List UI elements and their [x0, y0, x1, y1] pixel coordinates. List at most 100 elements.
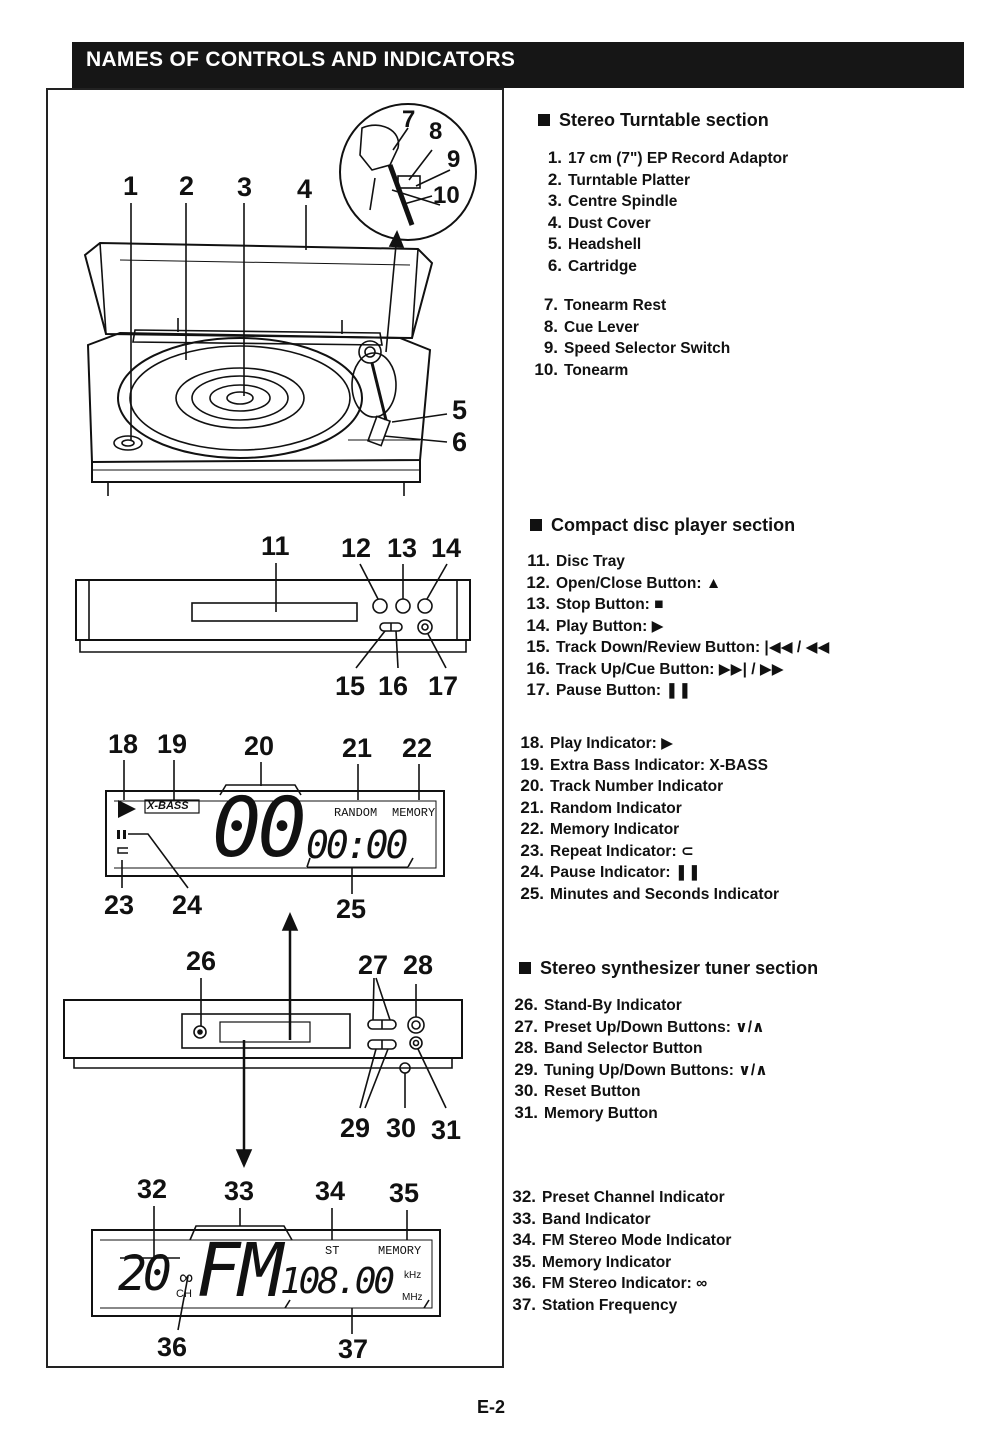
list-item: 22.Memory Indicator — [520, 819, 680, 838]
turntable-drawing — [83, 103, 477, 496]
callout-6: 6 — [452, 427, 468, 457]
list-item: 21.Random Indicator — [520, 797, 682, 817]
page-title: NAMES OF CONTROLS AND INDICATORS — [86, 48, 516, 71]
list-item: 16.Track Up/Cue Button: ▶▶| / ▶▶ — [526, 658, 784, 678]
xbass-indicator: X-BASS — [147, 800, 189, 812]
tuner-items-list-a: 26.Stand-By Indicator 27.Preset Up/Down … — [514, 995, 768, 1124]
page-title-bar: NAMES OF CONTROLS AND INDICATORS — [72, 42, 964, 88]
band-indicator: FM — [196, 1228, 283, 1314]
ch-label: CH — [176, 1288, 192, 1300]
fm-stereo-icon: ∞ — [179, 1267, 194, 1289]
callout-7: 7 — [402, 106, 416, 133]
callout-5: 5 — [452, 395, 468, 425]
callout-32: 32 — [137, 1174, 168, 1204]
tuner-items-list-b: 32.Preset Channel Indicator 33.Band Indi… — [512, 1187, 731, 1316]
khz-label: kHz — [404, 1270, 422, 1281]
section-heading-turntable: Stereo Turntable section — [538, 110, 769, 131]
turntable-items-list-a: 1.17 cm (7") EP Record Adaptor 2.Turntab… — [538, 148, 788, 277]
list-item: 31.Memory Button — [514, 1102, 658, 1122]
pause-indicator-icon — [117, 830, 120, 839]
turntable-items-list-b: 7.Tonearm Rest 8.Cue Lever 9.Speed Selec… — [534, 295, 730, 381]
mhz-label: MHz — [402, 1292, 423, 1303]
callout-18: 18 — [108, 729, 139, 759]
callout-24: 24 — [172, 890, 203, 920]
band-selector-button — [407, 1016, 425, 1034]
callout-21: 21 — [342, 733, 373, 763]
callout-10: 10 — [433, 182, 460, 209]
callout-37: 37 — [338, 1334, 369, 1364]
callout-23: 23 — [104, 890, 135, 920]
memory-indicator-cd: MEMORY — [392, 806, 436, 820]
callout-19: 19 — [157, 729, 188, 759]
callout-30: 30 — [386, 1113, 417, 1143]
list-item: 4.Dust Cover — [547, 212, 651, 232]
memory-button — [409, 1036, 423, 1050]
list-item: 15.Track Down/Review Button: |◀◀ / ◀◀ — [526, 637, 830, 656]
tonearm-detail-circle — [339, 103, 477, 241]
turntable-base — [86, 331, 432, 464]
list-item: 30.Reset Button — [514, 1081, 641, 1100]
repeat-indicator-icon — [117, 847, 128, 854]
callout-11: 11 — [261, 531, 290, 561]
callout-17: 17 — [428, 671, 459, 701]
list-item: 25.Minutes and Seconds Indicator — [520, 883, 780, 903]
list-item: 34.FM Stereo Mode Indicator — [512, 1230, 732, 1249]
bullet-square-icon — [530, 519, 542, 531]
list-item: 23.Repeat Indicator: ⊂ — [520, 840, 694, 860]
list-item: 37.Station Frequency — [512, 1294, 678, 1314]
cd-items-list-a: 11.Disc Tray 12.Open/Close Button: ▲ 13.… — [526, 551, 829, 702]
preset-channel-digits: 20 — [118, 1246, 172, 1302]
callout-36: 36 — [157, 1332, 188, 1362]
list-item: 27.Preset Up/Down Buttons: ∨/∧ — [514, 1016, 765, 1036]
list-item: 7.Tonearm Rest — [543, 295, 667, 314]
list-item: 2.Turntable Platter — [547, 169, 691, 189]
list-item: 18.Play Indicator: ▶ — [520, 733, 674, 752]
tuner-drawing — [63, 977, 463, 1168]
callout-15: 15 — [335, 671, 366, 701]
tuner-display-drawing — [91, 1206, 441, 1334]
callout-4: 4 — [297, 174, 313, 204]
callout-34: 34 — [315, 1176, 346, 1206]
cd-disc-tray — [191, 602, 358, 622]
page-number: E-2 — [477, 1397, 506, 1417]
list-item: 35.Memory Indicator — [512, 1251, 672, 1271]
list-item: 26.Stand-By Indicator — [514, 995, 682, 1014]
standby-indicator — [193, 1025, 207, 1039]
list-item: 10.Tonearm — [534, 359, 629, 379]
list-item: 6.Cartridge — [547, 255, 637, 275]
callout-22: 22 — [402, 733, 433, 763]
list-item: 1.17 cm (7") EP Record Adaptor — [547, 148, 789, 167]
list-item: 33.Band Indicator — [512, 1208, 651, 1228]
cd-items-list-b: 18.Play Indicator: ▶ 19.Extra Bass Indic… — [520, 733, 779, 905]
turntable-platter — [117, 337, 363, 459]
bullet-square-icon — [519, 962, 531, 974]
list-item: 12.Open/Close Button: ▲ — [526, 572, 722, 592]
cd-play-button — [417, 598, 433, 614]
list-item: 36.FM Stereo Indicator: ∞ — [512, 1273, 708, 1292]
ep-adaptor — [113, 435, 143, 451]
callout-12: 12 — [341, 533, 372, 563]
time-digits: 00:00 — [306, 823, 408, 867]
list-item: 28.Band Selector Button — [514, 1038, 703, 1057]
callout-33: 33 — [224, 1176, 255, 1206]
callout-16: 16 — [378, 671, 409, 701]
memory-indicator-tuner: MEMORY — [378, 1244, 422, 1258]
list-item: 24.Pause Indicator: ❚❚ — [520, 862, 701, 881]
list-item: 29.Tuning Up/Down Buttons: ∨/∧ — [514, 1059, 768, 1079]
callout-1: 1 — [123, 171, 139, 201]
callout-29: 29 — [340, 1113, 371, 1143]
callout-3: 3 — [237, 172, 253, 202]
list-item: 3.Centre Spindle — [547, 191, 678, 210]
bullet-square-icon — [538, 114, 550, 126]
list-item: 17.Pause Button: ❚❚ — [526, 680, 692, 699]
list-item: 13.Stop Button: ■ — [526, 594, 664, 613]
callout-28: 28 — [403, 950, 434, 980]
cd-stop-button — [395, 598, 411, 614]
callout-13: 13 — [387, 533, 418, 563]
tuner-display-window — [219, 1021, 311, 1043]
track-number-digits: 00 — [212, 781, 307, 876]
section-heading-tuner: Stereo synthesizer tuner section — [519, 958, 818, 979]
callout-8: 8 — [429, 118, 443, 145]
tonearm — [370, 362, 388, 421]
list-item: 8.Cue Lever — [543, 316, 639, 336]
